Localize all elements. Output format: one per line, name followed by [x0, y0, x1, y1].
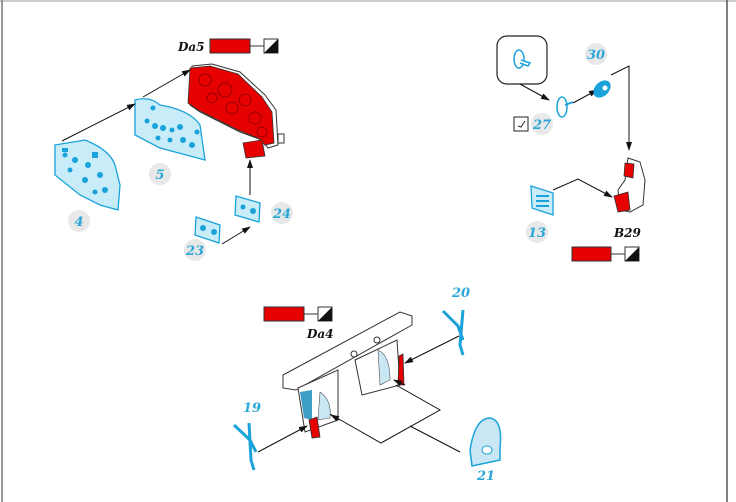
part-number-21: 21 — [476, 469, 495, 484]
paint-code-da5: Da5 — [177, 40, 205, 54]
paint-swatch-red-icon — [263, 306, 305, 322]
part-number-24: 24 — [272, 207, 291, 222]
paint-finish-icon — [263, 38, 279, 54]
part-number-30: 30 — [587, 48, 605, 63]
part-number-23: 23 — [185, 244, 204, 259]
paint-finish-icon — [624, 246, 640, 262]
seat-resin-part — [613, 157, 646, 213]
paint-code-da4: Da4 — [306, 327, 334, 341]
part-number-5: 5 — [155, 168, 164, 183]
instrument-panel-resin-part — [187, 63, 285, 159]
part-27-detail-view — [513, 49, 532, 69]
part-5-photoetch — [134, 98, 206, 161]
instrument-panel-group: Da5 4 5 24 23 — [54, 38, 293, 261]
bend-part-icon — [513, 116, 529, 132]
part-20-photoetch — [441, 309, 465, 356]
part-19-photoetch — [232, 422, 258, 471]
part-23-photoetch — [194, 216, 221, 244]
part-13-photoetch — [530, 185, 554, 216]
part-4-photoetch — [54, 139, 121, 211]
part-number-20: 20 — [451, 286, 470, 301]
part-21-photoetch — [469, 417, 502, 467]
paint-swatch-red-icon — [209, 38, 251, 54]
part-number-19: 19 — [243, 401, 261, 416]
paint-finish-icon — [317, 306, 333, 322]
paint-swatch-red-icon — [571, 246, 612, 262]
seat-group: 30 27 13 B29 — [496, 35, 646, 262]
rudder-pedal-resin-part — [282, 311, 413, 439]
paint-code-b29: B29 — [613, 226, 641, 240]
part-number-13: 13 — [528, 226, 546, 241]
part-24-photoetch — [234, 195, 261, 223]
rudder-pedal-group: Da4 20 19 21 — [232, 286, 502, 484]
part-number-27: 27 — [532, 118, 551, 133]
part-27-photoetch — [556, 96, 574, 118]
part-number-4: 4 — [74, 215, 83, 230]
part-30-photoetch — [593, 80, 611, 98]
